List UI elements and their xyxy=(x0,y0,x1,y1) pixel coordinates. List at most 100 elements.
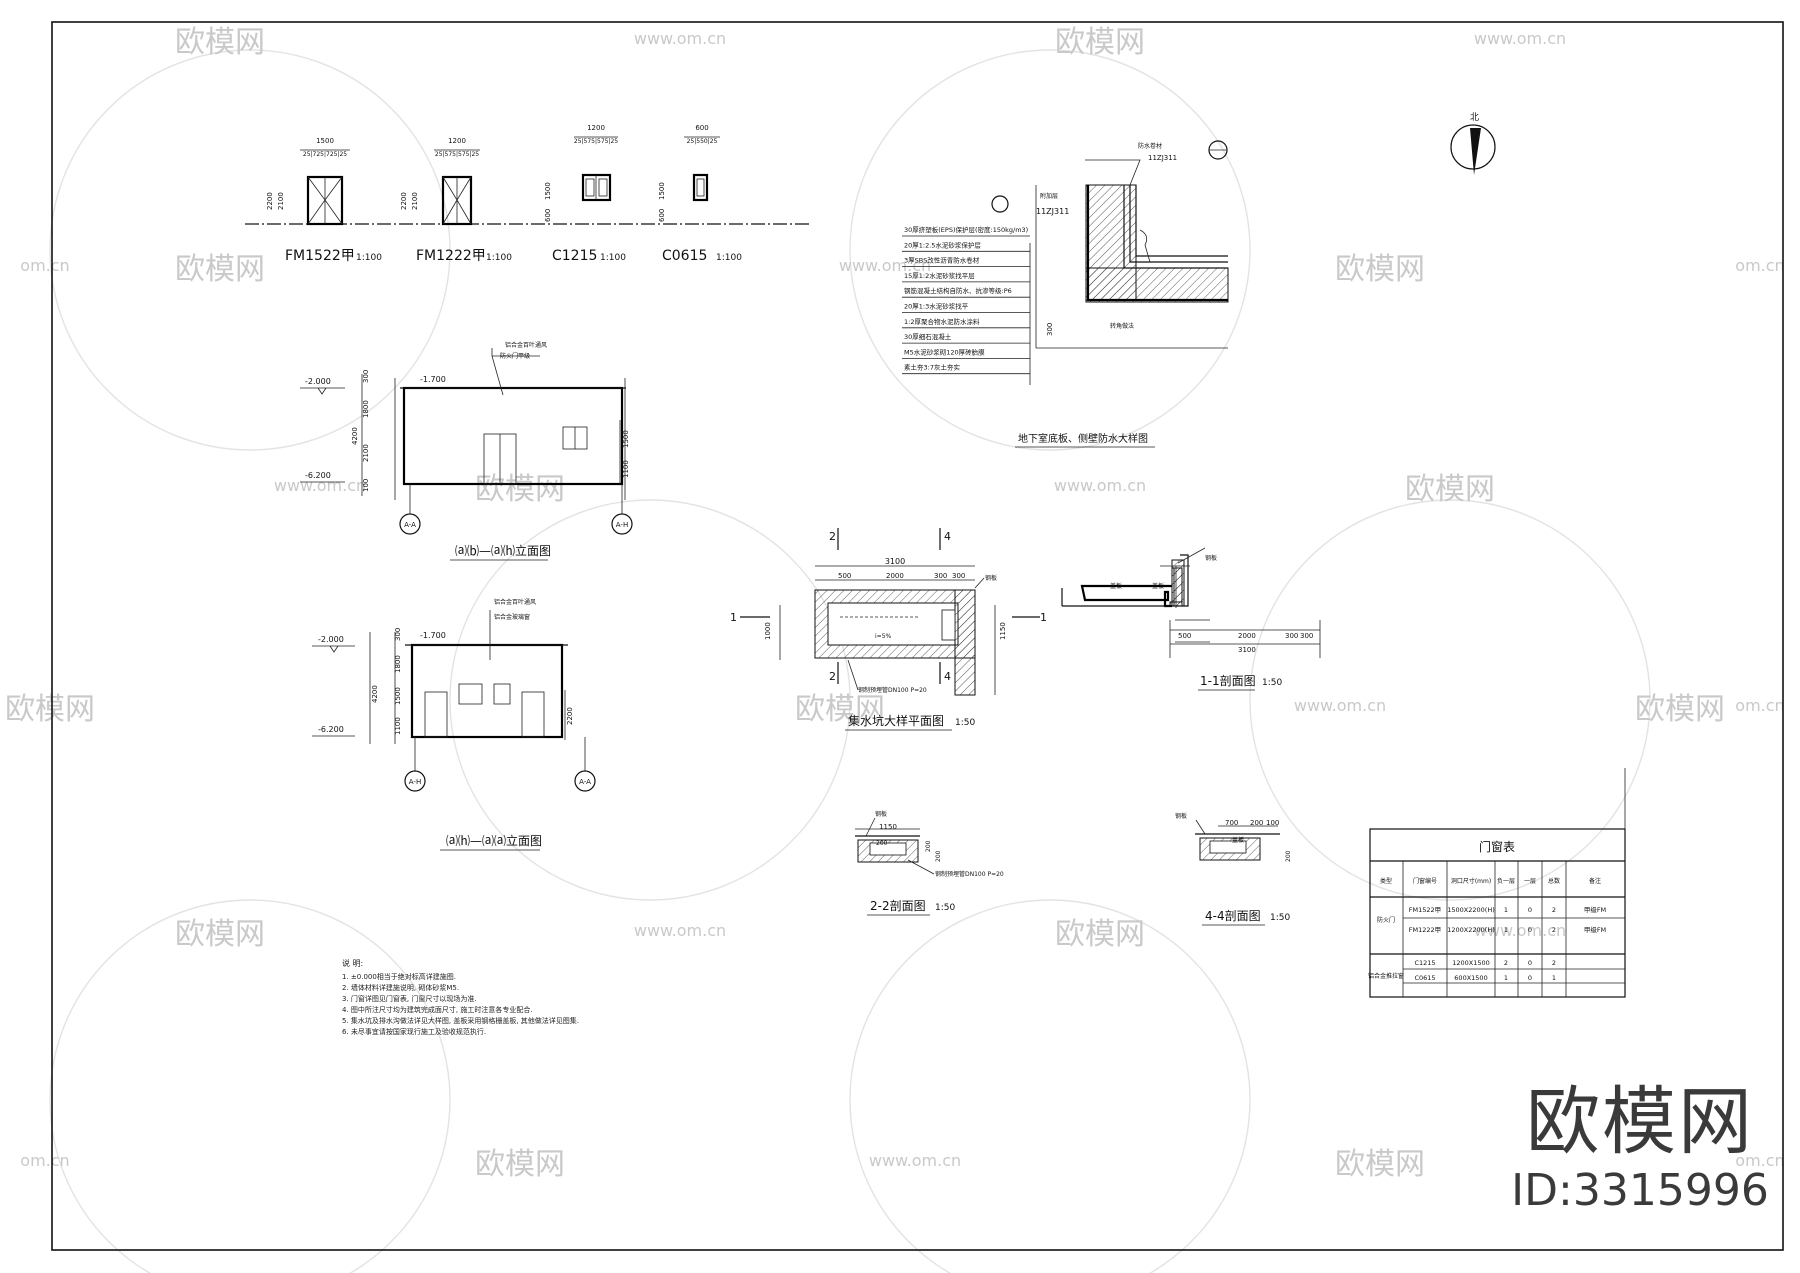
watermark-site: om.cn xyxy=(1735,1151,1784,1170)
window-scale: 1:100 xyxy=(600,253,626,263)
door-height-sub: 2100 xyxy=(277,192,285,210)
dim: 1500 xyxy=(394,687,402,705)
table-cell: 1 xyxy=(1504,906,1508,914)
door-fm1522: 1500 25|725|725|25 2200 2100 FM1522甲 1:1… xyxy=(266,137,382,264)
level-mark: -2.000 xyxy=(305,377,331,386)
layer-label: 30厚挤塑板(EPS)保护层(密度:150kg/m3) xyxy=(904,225,1028,234)
dim: 4200 xyxy=(371,685,379,703)
table-cell: 0 xyxy=(1528,926,1532,934)
layer-label: 素土夯3:7灰土夯实 xyxy=(904,363,960,372)
window-sill: 600 xyxy=(544,209,552,222)
view-title: 1-1剖面图 xyxy=(1200,674,1256,688)
table-cell: FM1222甲 xyxy=(1409,926,1441,934)
table-cell: FM1522甲 xyxy=(1409,906,1441,914)
north-label: 北 xyxy=(1470,112,1479,123)
window-height: 1500 xyxy=(544,182,552,200)
layer-label: 1:2厚聚合物水泥防水涂料 xyxy=(904,317,980,326)
table-cell: 2 xyxy=(1504,959,1508,967)
dim: 200 xyxy=(1285,850,1292,862)
annotation: 钢板 xyxy=(985,574,997,582)
watermark-brand: 欧模网 xyxy=(175,252,265,287)
watermark-brand: 欧模网 xyxy=(1335,1147,1425,1182)
dim: 300 xyxy=(394,628,402,641)
window-splits: 25|550|25 xyxy=(687,138,718,145)
table-cell: 2 xyxy=(1552,959,1556,967)
view-scale: 1:50 xyxy=(935,903,955,913)
note-item: 4. 图中所注尺寸均为建筑完成面尺寸, 施工时注意各专业配合. xyxy=(342,1006,533,1014)
dim: 200 xyxy=(876,840,888,847)
section-mark: 1 xyxy=(730,611,737,624)
table-cell: 甲级FM xyxy=(1584,905,1606,914)
window-splits: 25|575|575|25 xyxy=(574,138,618,145)
watermark-brand: 欧模网 xyxy=(475,472,565,507)
annotation: 盖板 xyxy=(1232,836,1244,844)
door-splits: 25|575|575|25 xyxy=(435,151,479,158)
dim: 1500 xyxy=(622,430,630,448)
window-code: C0615 xyxy=(662,248,707,264)
table-header: 负一层 xyxy=(1497,877,1515,885)
table-cell: C1215 xyxy=(1414,959,1435,967)
notes-block: 说 明: 1. ±0.000相当于绝对标高详建施图. 2. 墙体材料详建施说明,… xyxy=(342,958,642,1038)
note-item: 5. 集水坑及排水沟做法详见大样图, 盖板采用钢格栅盖板, 其他做法详见图集. xyxy=(342,1017,580,1025)
door-height-sub: 2100 xyxy=(411,192,419,210)
annotation: 钢板 xyxy=(875,810,887,818)
watermark-site: www.om.cn xyxy=(1294,696,1386,715)
door-code: FM1222甲 xyxy=(416,248,486,264)
table-cell: 0 xyxy=(1528,906,1532,914)
level-mark: -6.200 xyxy=(318,725,344,734)
ref-label: 11ZJ311 xyxy=(1036,207,1069,216)
watermark-site: www.om.cn xyxy=(634,921,726,940)
section-mark: 4 xyxy=(944,670,951,683)
layer-label: 20厚1:3水泥砂浆找平 xyxy=(904,302,969,311)
watermark-site: www.om.cn xyxy=(274,476,366,495)
table-group-type: 铝合金推拉窗 xyxy=(1368,972,1404,980)
dim: 100 xyxy=(1266,819,1279,827)
window-sill: 600 xyxy=(658,209,666,222)
layer-label: 15厚1:2水泥砂浆找平层 xyxy=(904,271,975,280)
dim: 2000 xyxy=(1238,632,1256,640)
table-title: 门窗表 xyxy=(1479,839,1515,854)
watermark-site: www.om.cn xyxy=(634,29,726,48)
window-c0615: 600 25|550|25 1500 600 C0615 1:100 xyxy=(658,124,742,264)
elevation-2: -2.000 -1.700 -6.200 300 1800 4200 1500 … xyxy=(312,598,596,851)
section-2-2: 1150 200 200 200 钢板 钢制预埋管DN100 P=20 2-2剖… xyxy=(855,810,1004,916)
dim: 200 xyxy=(935,850,942,862)
dim: 500 xyxy=(1178,632,1191,640)
door-height: 2200 xyxy=(266,192,274,210)
door-height: 2200 xyxy=(400,192,408,210)
annotation: 钢制预埋管DN100 P=20 xyxy=(858,686,927,694)
table-cell: 1 xyxy=(1504,926,1508,934)
view-title: 地下室底板、侧壁防水大样图 xyxy=(1018,432,1148,445)
dim: 1800 xyxy=(362,400,370,418)
pit-plan: 3100 500 2000 300 300 1000 1150 i=5% 2 4… xyxy=(730,528,1047,731)
annotation: 铝合金百叶通风 xyxy=(505,341,547,349)
window-width: 1200 xyxy=(587,124,605,132)
dim: 1800 xyxy=(394,655,402,673)
elevation-1: -2.000 -1.700 -6.200 300 1800 4200 2100 … xyxy=(300,341,633,561)
watermark-brand: 欧模网 xyxy=(1055,25,1145,60)
level-mark: -1.700 xyxy=(420,631,446,640)
level-mark: -6.200 xyxy=(305,471,331,480)
ref-label: 11ZJ311 xyxy=(1148,154,1177,162)
table-cell: 1 xyxy=(1552,974,1556,982)
table-header: 洞口尺寸(mm) xyxy=(1451,877,1491,885)
watermark-site: www.om.cn xyxy=(1474,29,1566,48)
dim: 2000 xyxy=(886,572,904,580)
table-cell: 2 xyxy=(1552,906,1556,914)
dim: 3100 xyxy=(1238,646,1256,654)
window-width: 600 xyxy=(695,124,708,132)
window-code: C1215 xyxy=(552,248,597,264)
door-code: FM1522甲 xyxy=(285,248,355,264)
dim: 500 xyxy=(838,572,851,580)
table-cell: 1 xyxy=(1504,974,1508,982)
table-header: 总数 xyxy=(1548,877,1560,885)
section-mark: 1 xyxy=(1040,611,1047,624)
watermark-brand: 欧模网 xyxy=(1335,252,1425,287)
waterproof-detail: 300 防水卷材 附加层 11ZJ311 转角做法 11ZJ311 30厚挤塑板… xyxy=(902,140,1229,448)
view-title: ⒜⒝—⒜⒣立面图 xyxy=(455,543,551,558)
table-header: 备注 xyxy=(1589,877,1601,885)
annotation: 钢板 xyxy=(1205,554,1217,562)
section-4-4: 700 200 100 200 钢板 盖板 4-4剖面图 1:50 xyxy=(1175,812,1292,926)
door-width: 1200 xyxy=(448,137,466,145)
watermark-site: om.cn xyxy=(1735,696,1784,715)
